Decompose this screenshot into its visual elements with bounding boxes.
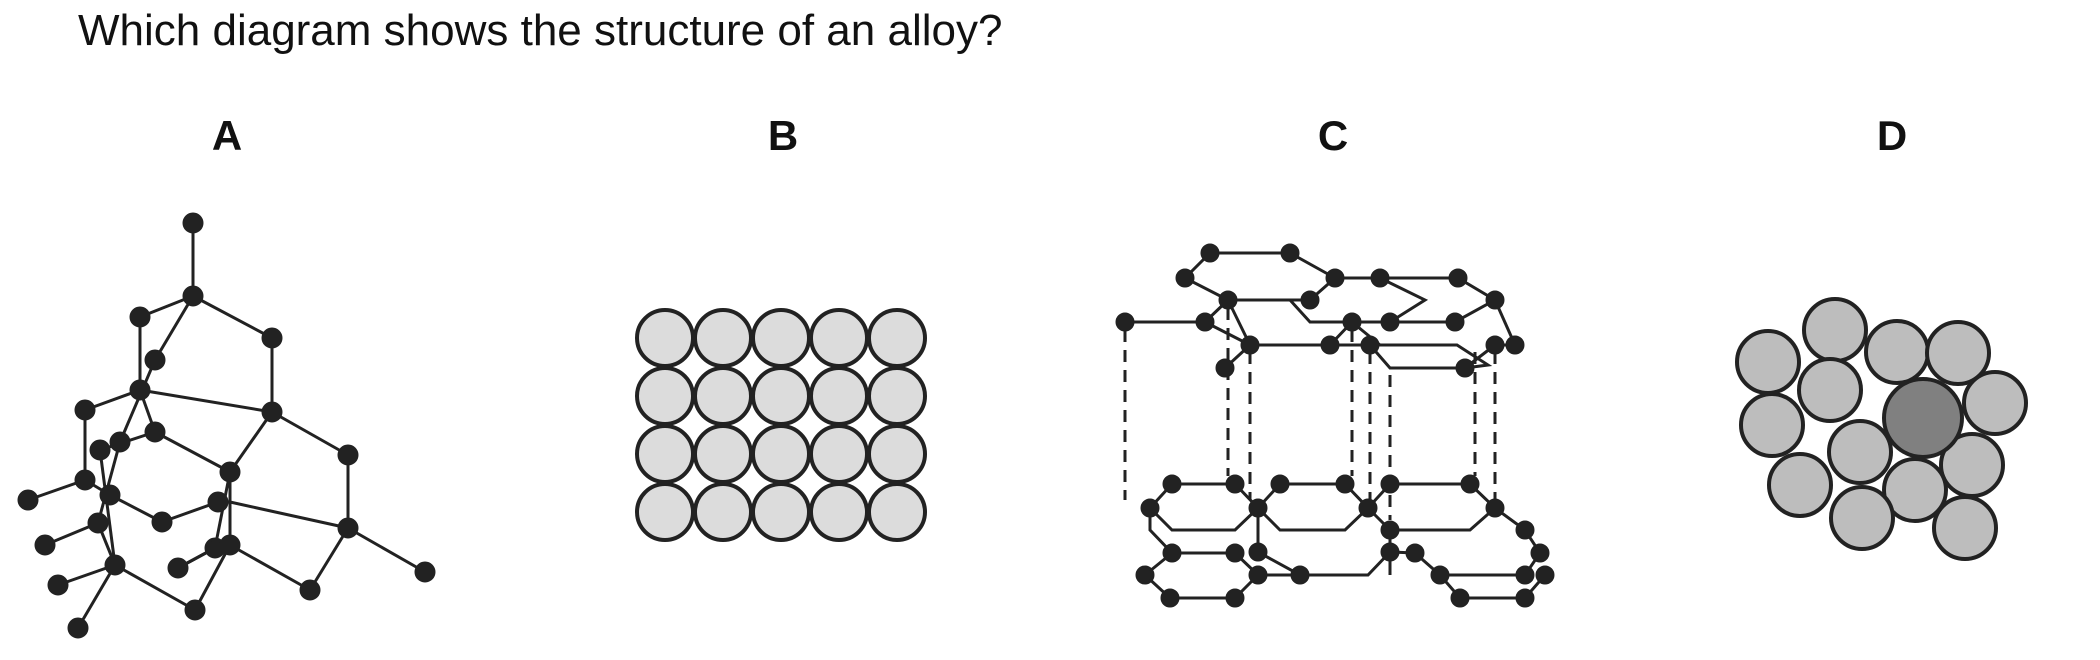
option-a-label: A (211, 112, 243, 159)
diagram-a-diamond-lattice[interactable] (17, 212, 436, 639)
diagram-c-layered-hexagons[interactable] (1115, 243, 1555, 608)
diagram-d-mixed-atoms[interactable] (1735, 297, 2028, 561)
option-c-label: C (1317, 112, 1349, 159)
option-d-label: D (1876, 112, 1908, 159)
question-text: Which diagram shows the structure of an … (78, 6, 1003, 55)
option-b-label: B (767, 112, 799, 159)
diagram-b-regular-lattice[interactable] (635, 308, 927, 542)
